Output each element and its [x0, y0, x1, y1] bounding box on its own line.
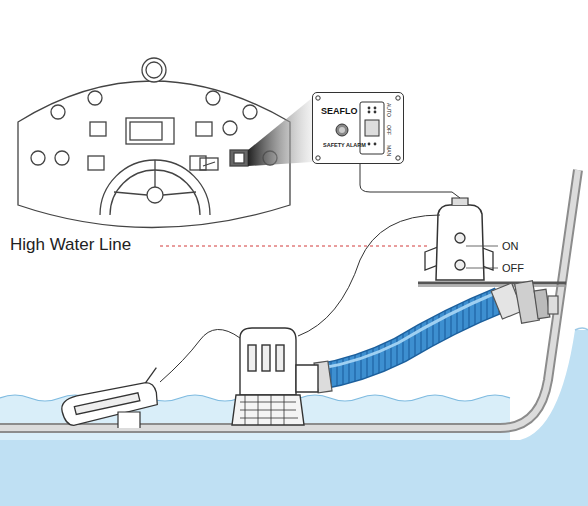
float-switch [418, 198, 566, 286]
switch-state-label: ON [502, 240, 519, 252]
thru-hull-fitting [314, 281, 558, 393]
panel-label: SAFETY ALARM [323, 143, 366, 149]
alarm-sensor [57, 368, 165, 428]
brand-label: SEAFLO [321, 107, 358, 116]
bilge-pump [232, 328, 318, 425]
high-water-line [160, 246, 430, 247]
discharge-hose [318, 300, 500, 377]
leader-line [466, 246, 498, 268]
switch-panel: SEAFLO SAFETY ALARM AUTO OFF MAN [312, 92, 404, 164]
water-line-label: High Water Line [10, 236, 131, 255]
zoom-beam [248, 98, 312, 166]
switch-position: OFF [386, 125, 391, 135]
switch-position: AUTO [386, 103, 391, 117]
switch-position: MAN [386, 145, 391, 156]
switch-state-label: OFF [502, 262, 524, 274]
dashboard [18, 58, 290, 228]
